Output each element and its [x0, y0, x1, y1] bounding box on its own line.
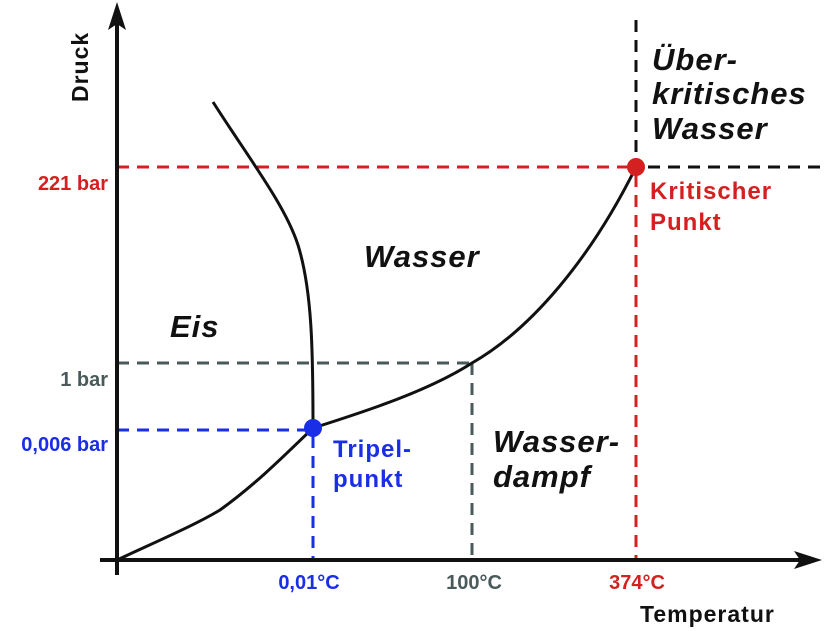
tick-001-c: 0,01°C — [278, 572, 339, 594]
region-supercritical-line3: Wasser — [652, 111, 769, 146]
y-axis-title: Druck — [67, 32, 93, 102]
vaporization-curve — [312, 166, 638, 430]
tick-374-c: 374°C — [609, 572, 665, 594]
critical-point-marker — [627, 158, 645, 176]
region-vapor-line2: dampf — [493, 459, 593, 494]
tick-1-bar: 1 bar — [60, 369, 108, 391]
x-axis-title: Temperatur — [640, 601, 775, 627]
triple-point-label-line1: Tripel- — [333, 436, 412, 463]
tick-100-c: 100°C — [446, 572, 502, 594]
region-water: Wasser — [364, 239, 481, 274]
critical-point-label-line1: Kritischer — [650, 178, 772, 205]
sublimation-curve — [116, 426, 315, 562]
critical-point-label-line2: Punkt — [650, 209, 722, 236]
x-axis-arrow — [794, 551, 822, 569]
region-supercritical-line1: Über- — [652, 42, 738, 77]
region-supercritical-line2: kritisches — [652, 76, 807, 111]
region-vapor-line1: Wasser- — [493, 424, 620, 459]
tick-221-bar: 221 bar — [38, 173, 108, 195]
y-axis-arrow — [108, 2, 126, 30]
tick-0006-bar: 0,006 bar — [21, 434, 108, 456]
melting-curve — [211, 101, 315, 429]
region-ice: Eis — [170, 309, 220, 344]
triple-point-label-line2: punkt — [333, 466, 403, 493]
triple-point-marker — [304, 419, 322, 437]
